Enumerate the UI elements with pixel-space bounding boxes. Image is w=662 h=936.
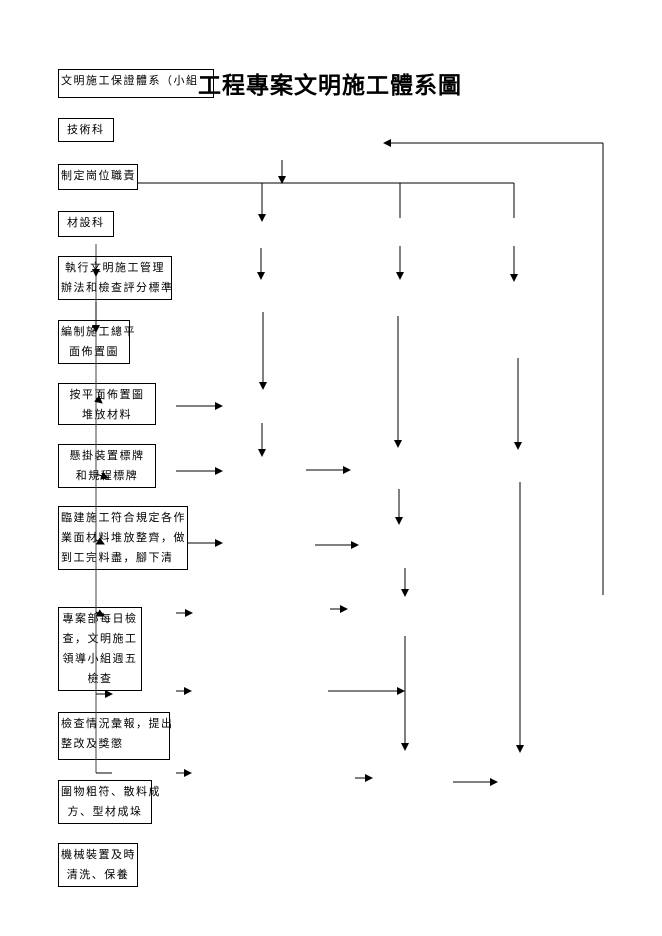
- box-execute-management: 執行文明施工管理 辦法和檢查評分標準: [58, 256, 172, 300]
- box-text: 材設科: [67, 216, 105, 229]
- box-tech-dept: 技術科: [58, 118, 114, 142]
- spine-arrow: [95, 471, 109, 480]
- box-text: 圍物粗符、散料成: [61, 785, 161, 798]
- box-inspection-report: 檢查情況彙報，提出 整改及獎懲: [58, 712, 174, 760]
- box-text: 堆放材料: [82, 408, 132, 421]
- box-text: 整改及獎懲: [61, 737, 124, 750]
- diagram-title: 工程專案文明施工體系圖: [198, 73, 462, 99]
- box-text: 檢查: [87, 672, 113, 685]
- box-text: 專案部每日檢: [62, 612, 138, 625]
- box-temporary-construction: 臨建施工符合規定各作 業面材料堆放整齊，做 到工完料盡，腳下清: [58, 506, 188, 570]
- box-text: 臨建施工符合規定各作: [61, 511, 186, 524]
- box-text: 檢查情況彙報，提出: [61, 717, 174, 730]
- box-text: 執行文明施工管理: [65, 261, 165, 274]
- box-job-duties: 制定崗位職責: [58, 164, 138, 190]
- box-text: 文明施工保證體系（小組: [61, 74, 199, 87]
- box-text: 到工完料盡，腳下清: [61, 551, 174, 564]
- box-text: 制定崗位職責: [61, 169, 136, 182]
- box-machine-maintenance: 機械裝置及時 清洗、保養: [58, 843, 138, 887]
- spine-arrow: [94, 395, 103, 404]
- box-text: 面佈置圖: [69, 345, 119, 358]
- box-text: 查，文明施工: [62, 632, 138, 645]
- box-assurance-group: 文明施工保證體系（小組: [58, 69, 214, 98]
- box-text: 方、型材成垛: [67, 805, 143, 818]
- box-text: 技術科: [67, 123, 105, 136]
- box-material-dept: 材設科: [58, 211, 114, 237]
- box-text: 清洗、保養: [66, 868, 130, 881]
- box-material-organization: 圍物粗符、散料成 方、型材成垛: [58, 780, 161, 824]
- box-text: 業面材料堆放整齊，做: [61, 531, 186, 544]
- box-text: 辦法和檢查評分標準: [61, 281, 174, 294]
- box-text: 機械裝置及時: [61, 848, 136, 861]
- box-material-stacking: 按平面佈置圖 堆放材料: [58, 383, 156, 425]
- spine-arrow: [95, 609, 105, 617]
- box-text: 領導小組週五: [62, 652, 138, 665]
- box-text: 按平面佈置圖: [69, 388, 145, 401]
- spine-arrow: [95, 537, 105, 545]
- box-daily-inspection: 專案部每日檢 查，文明施工 領導小組週五 檢查: [58, 607, 142, 691]
- box-text: 懸掛裝置標牌: [69, 449, 145, 462]
